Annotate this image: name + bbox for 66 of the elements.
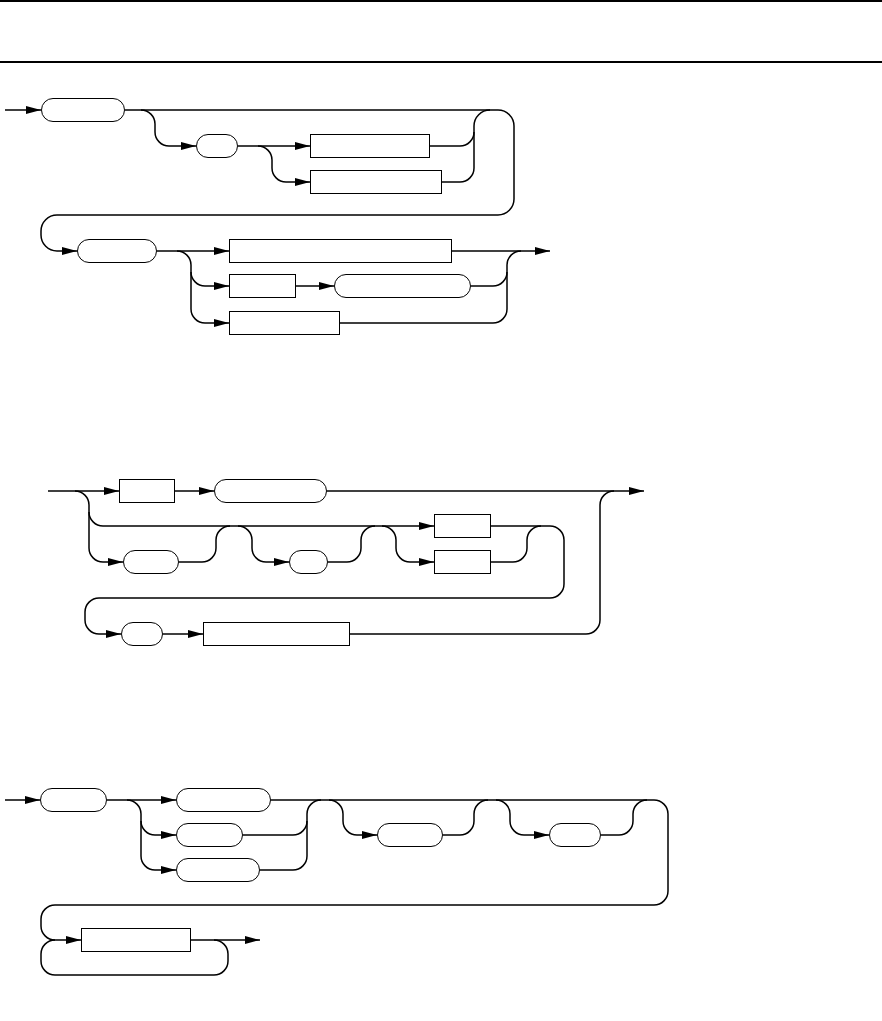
rectangle [81, 928, 191, 952]
connector-line [176, 250, 192, 273]
rounded-rectangle [549, 823, 601, 847]
connector-arrow [162, 630, 204, 638]
rectangle [203, 622, 350, 646]
rectangle [310, 134, 430, 158]
connector-arrow [140, 820, 177, 874]
connector-line [442, 799, 489, 836]
connector-line [124, 109, 142, 111]
connector-line [156, 250, 178, 252]
connector-line [40, 939, 229, 976]
connector-line [441, 131, 475, 183]
rounded-rectangle [176, 788, 271, 812]
rectangle [434, 514, 491, 538]
connector-line [126, 799, 142, 822]
connector-line [349, 490, 615, 635]
connector-arrow [4, 796, 41, 804]
connector-arrow [174, 487, 215, 495]
connector-line [190, 939, 215, 941]
connector-arrow [84, 525, 565, 638]
connector-arrow [295, 282, 335, 290]
connector-line [74, 490, 90, 513]
connector-line [237, 145, 259, 147]
connector-arrow [190, 271, 230, 327]
connector-arrow [257, 145, 311, 186]
connector-arrow [613, 487, 645, 495]
connector-line [178, 525, 231, 563]
rounded-rectangle [214, 479, 327, 503]
rectangle [229, 274, 296, 298]
connector-line [320, 799, 330, 801]
connector-line [40, 799, 669, 941]
rounded-rectangle [40, 788, 107, 812]
connector-line [339, 271, 508, 324]
connector-line [374, 525, 383, 527]
rounded-rectangle [289, 550, 328, 574]
connector-line [487, 799, 497, 801]
rounded-rectangle [176, 858, 260, 882]
rectangle [229, 239, 452, 263]
connector-arrow [40, 109, 515, 255]
rectangle [434, 550, 491, 574]
rectangle [229, 311, 340, 335]
rounded-rectangle [121, 622, 163, 646]
connector-line [306, 799, 322, 822]
connector-line [259, 820, 308, 871]
rounded-rectangle [176, 823, 243, 847]
connector-arrow [54, 936, 82, 944]
connector-line [106, 799, 128, 801]
rounded-rectangle [334, 274, 471, 298]
rounded-rectangle [377, 823, 443, 847]
connector-line [490, 525, 542, 563]
rounded-rectangle [123, 550, 179, 574]
connector-arrow [520, 247, 551, 255]
rounded-rectangle [41, 98, 125, 122]
rectangle [119, 479, 175, 503]
connector-arrow [4, 106, 42, 114]
connector-line [47, 490, 76, 492]
connector-arrow [88, 511, 124, 566]
rounded-rectangle [196, 134, 238, 158]
connector-line [506, 250, 522, 273]
rectangle [310, 170, 442, 194]
connector-line [229, 525, 239, 527]
connector-line [473, 109, 491, 133]
connector-line [327, 525, 376, 563]
connector-line [600, 799, 648, 836]
connector-arrow [381, 525, 435, 566]
rounded-rectangle [77, 239, 157, 263]
